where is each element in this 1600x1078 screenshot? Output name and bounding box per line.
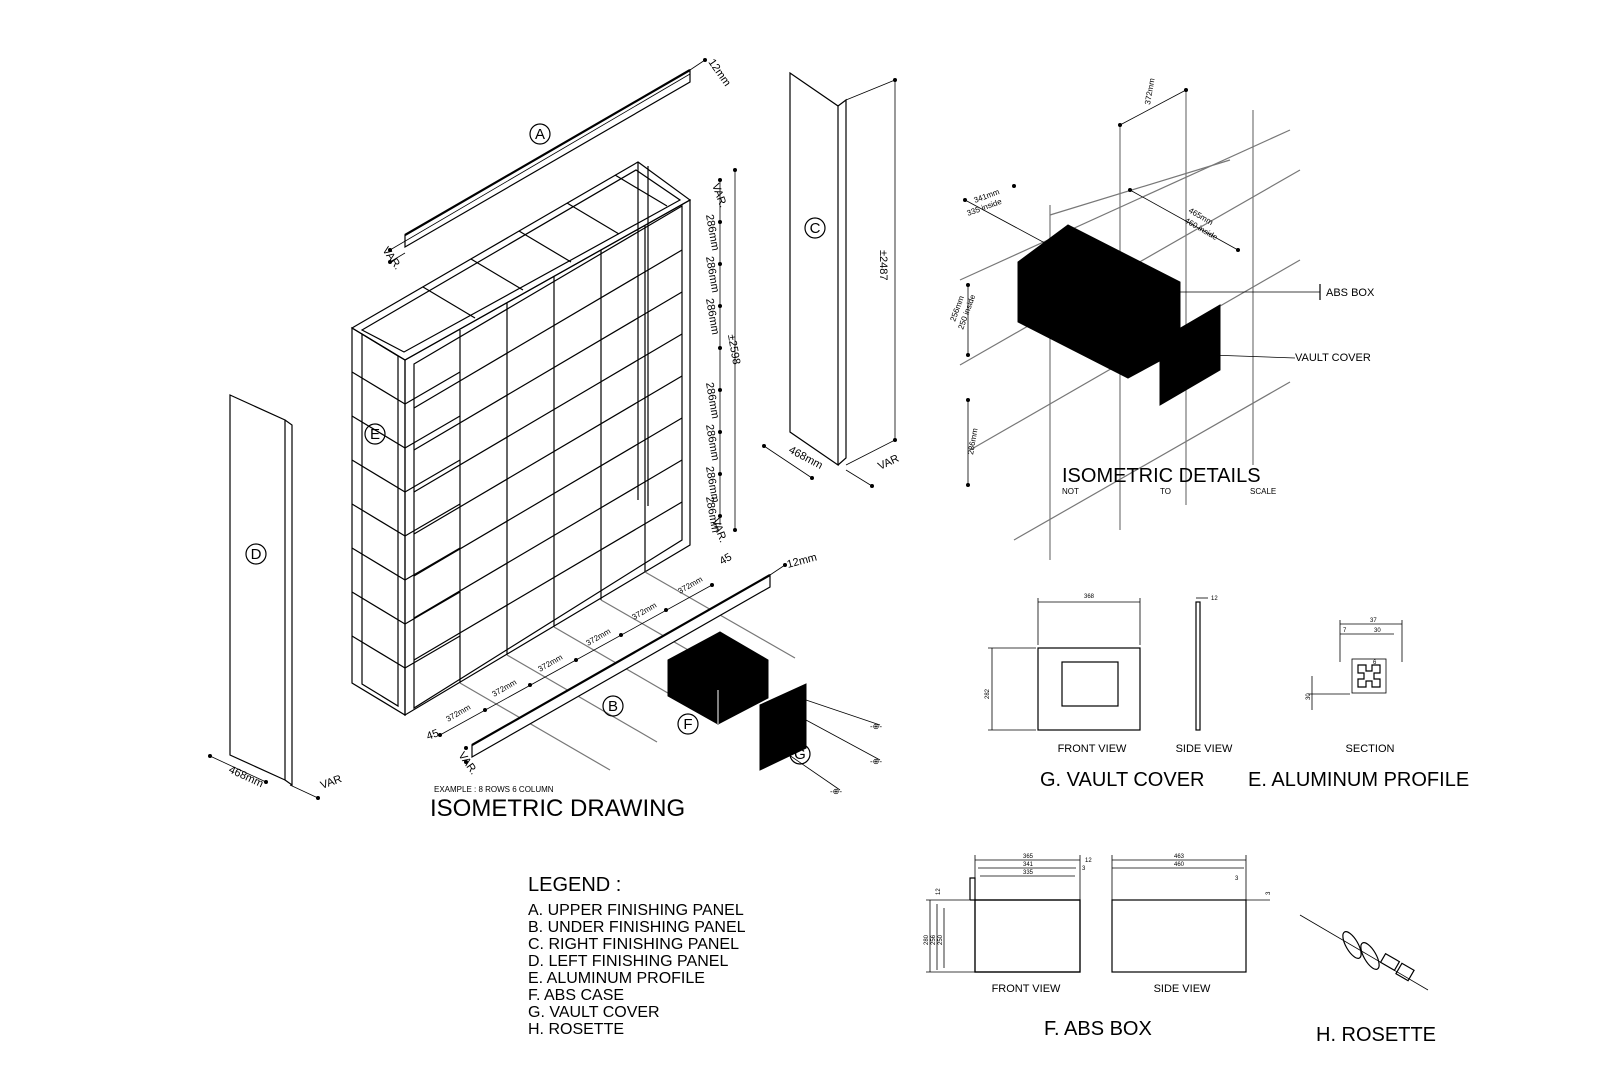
- vault-cover-side-view-label: SIDE VIEW: [1176, 743, 1233, 755]
- dim-row-4: 286mm: [703, 381, 721, 419]
- screw-mark-1: -⊕-: [870, 722, 882, 731]
- dim-frame-height: ±2598: [725, 333, 742, 365]
- dim-row-2: 286mm: [703, 255, 721, 293]
- legend-item: F. ABS CASE: [528, 987, 624, 1004]
- dim-row-3: 286mm: [703, 297, 721, 335]
- example-note: EXAMPLE : 8 ROWS 6 COLUMN: [434, 785, 554, 794]
- dim-var-left: VAR: [319, 773, 344, 792]
- dim-abs-341: 341: [1023, 862, 1034, 868]
- screw-mark-3: -⊕-: [830, 787, 842, 796]
- legend-item: B. UNDER FINISHING PANEL: [528, 919, 746, 936]
- dim-abs-335: 335: [1023, 870, 1034, 876]
- abs-box-front-view-label: FRONT VIEW: [992, 983, 1061, 995]
- not-to-scale-to: TO: [1160, 487, 1171, 496]
- dim-abs-365: 365: [1023, 854, 1034, 860]
- dim-vc-width: 368: [1084, 594, 1095, 600]
- not-to-scale-scale: SCALE: [1250, 487, 1276, 496]
- dim-abs-250: 250: [938, 934, 944, 945]
- vault-cover-detail: 368 282 12 FRONT VIEW SIDE VIEW G. VAULT…: [985, 594, 1233, 791]
- dim-ap-7: 7: [1343, 628, 1347, 634]
- isometric-drawing-title: ISOMETRIC DRAWING: [430, 795, 685, 822]
- dim-col-3: 372mm: [537, 652, 565, 673]
- dim-abs-280: 280: [924, 934, 930, 945]
- dim-ap-6: 6: [1373, 660, 1377, 666]
- legend-item: C. RIGHT FINISHING PANEL: [528, 936, 739, 953]
- vault-cover-title: G. VAULT COVER: [1040, 769, 1204, 791]
- dim-row-1: 286mm: [703, 213, 721, 251]
- legend-item: H. ROSETTE: [528, 1021, 624, 1038]
- vault-cover-front-view-label: FRONT VIEW: [1058, 743, 1127, 755]
- legend: LEGEND : A. UPPER FINISHING PANEL B. UND…: [528, 874, 746, 1038]
- dim-col-1: 372mm: [445, 702, 473, 723]
- dim-row-5: 286mm: [703, 423, 721, 461]
- label-vault-cover: VAULT COVER: [1295, 352, 1371, 364]
- upper-finishing-panel-a: 12mm VAR. A: [380, 57, 733, 272]
- dim-col-2: 372mm: [491, 677, 519, 698]
- main-aluminum-frame: E: [350, 161, 796, 771]
- letter-g: G: [794, 746, 806, 763]
- right-finishing-panel-c: 468mm VAR ±2487 C: [762, 71, 901, 488]
- frame-row-dimensions: VAR. 286mm 286mm 286mm 286mm 286mm 286mm…: [703, 168, 742, 568]
- dim-abs-3-side: 3: [1235, 876, 1239, 882]
- not-to-scale-not: NOT: [1062, 487, 1079, 496]
- dim-var-top: VAR.: [380, 245, 404, 272]
- dim-abs-3-right: 3: [1266, 891, 1272, 895]
- aluminum-profile-title: E. ALUMINUM PROFILE: [1248, 769, 1469, 791]
- rosette-detail: H. ROSETTE: [1299, 914, 1436, 1046]
- dim-45-left: 45: [425, 727, 441, 742]
- dim-col-6: 372mm: [677, 574, 705, 595]
- dim-vc-thickness: 12: [1211, 596, 1218, 602]
- dim-var-right: VAR: [876, 453, 901, 473]
- legend-title: LEGEND :: [528, 874, 621, 896]
- letter-e: E: [370, 426, 380, 443]
- dim-vc-height: 282: [985, 688, 991, 699]
- abs-box-detail: 365 341 335 280 256 250 12 12 3 463 460 …: [924, 854, 1272, 1040]
- dim-ap-30: 30: [1374, 628, 1381, 634]
- legend-item: D. LEFT FINISHING PANEL: [528, 953, 728, 970]
- dim-ap-37: 37: [1370, 618, 1377, 624]
- dim-ap-30-side: 30: [1306, 693, 1312, 700]
- letter-a: A: [535, 126, 545, 143]
- dim-abs-256: 256: [931, 934, 937, 945]
- dim-45-right: 45: [718, 551, 735, 568]
- letter-b: B: [608, 698, 618, 715]
- dim-abs-3-front: 3: [1082, 866, 1086, 872]
- letter-d: D: [251, 546, 262, 563]
- dim-detail-width: 372mm: [1143, 77, 1157, 105]
- dim-var-right-top: VAR.: [709, 182, 729, 209]
- dim-thickness-bottom: 12mm: [786, 551, 819, 571]
- dim-col-5: 372mm: [631, 600, 659, 621]
- legend-item: G. VAULT COVER: [528, 1004, 660, 1021]
- dim-abs-12-left: 12: [936, 888, 942, 895]
- letter-f: F: [683, 716, 692, 733]
- abs-box-side-view-label: SIDE VIEW: [1154, 983, 1211, 995]
- isometric-details-title: ISOMETRIC DETAILS: [1062, 465, 1261, 487]
- dim-thickness-top: 12mm: [706, 57, 733, 89]
- aluminum-profile-section-label: SECTION: [1346, 743, 1395, 755]
- label-abs-box: ABS BOX: [1326, 287, 1375, 299]
- dim-height-right: ±2487: [877, 250, 889, 281]
- screw-mark-2: -⊕-: [870, 757, 882, 766]
- legend-item: A. UPPER FINISHING PANEL: [528, 902, 744, 919]
- left-finishing-panel-d: 468mm VAR D: [208, 394, 344, 800]
- legend-item: E. ALUMINUM PROFILE: [528, 970, 705, 987]
- dim-abs-463: 463: [1174, 854, 1185, 860]
- abs-case-and-cover-exploded: -⊕- -⊕- -⊕- F G: [667, 631, 882, 796]
- rosette-title: H. ROSETTE: [1316, 1024, 1436, 1046]
- abs-box-title: F. ABS BOX: [1044, 1018, 1152, 1040]
- dim-col-4: 372mm: [585, 626, 613, 647]
- aluminum-profile-detail: 37 30 7 6 30 SECTION E. ALUMINUM PROFILE: [1248, 618, 1469, 791]
- dim-abs-12-top: 12: [1085, 858, 1092, 864]
- dim-abs-460: 460: [1174, 862, 1185, 868]
- letter-c: C: [810, 220, 821, 237]
